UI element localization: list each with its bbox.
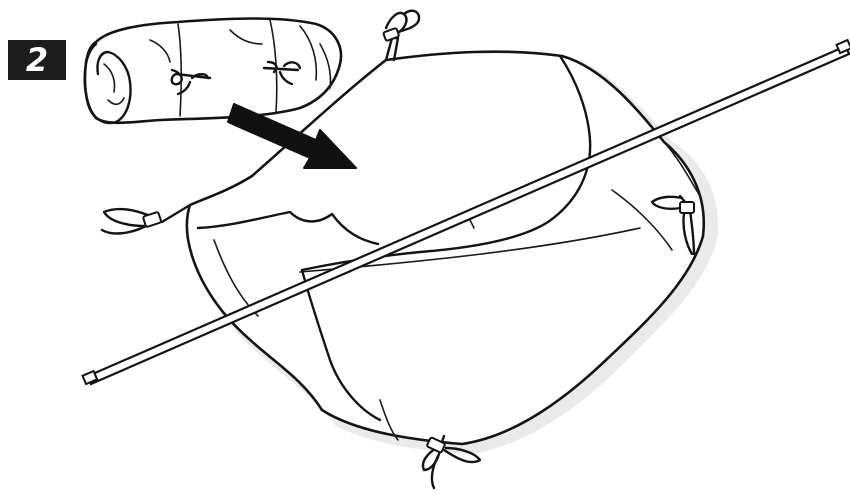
step-number-badge: 2 [8, 40, 66, 80]
rolled-bag-icon [83, 17, 343, 125]
tent-pole-icon [81, 38, 850, 386]
stake-loop-icon [100, 9, 696, 490]
arrow-icon [227, 103, 357, 169]
